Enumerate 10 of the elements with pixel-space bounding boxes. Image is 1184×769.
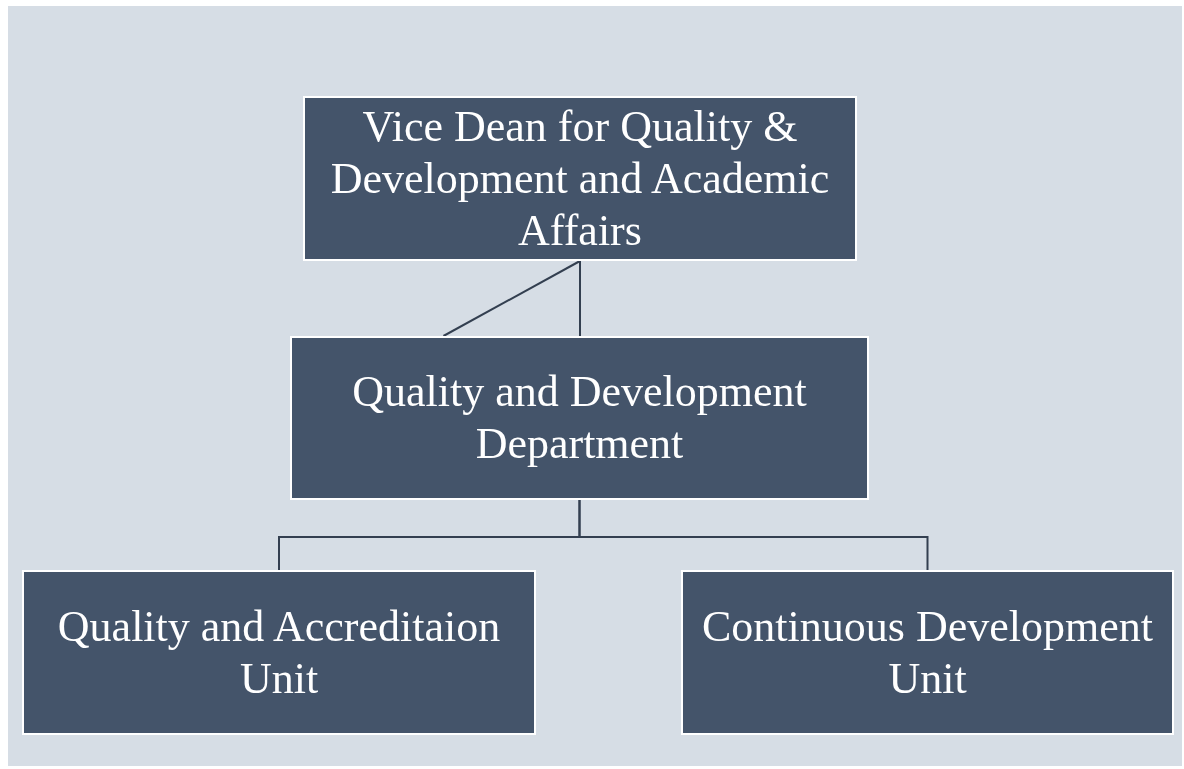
box-label: Quality and Development Department: [351, 366, 808, 470]
connector-line: [578, 499, 929, 571]
box-label: Vice Dean for Quality & Development and Academic Affairs: [329, 100, 831, 257]
connector-line: [442, 260, 581, 337]
connector-line: [579, 260, 581, 337]
box-label: Continuous Development Unit: [701, 600, 1154, 705]
box-label: Quality and Accreditaion Unit: [56, 600, 502, 705]
org-box: [22, 570, 536, 735]
org-box: [290, 336, 869, 500]
org-box: [681, 570, 1174, 735]
